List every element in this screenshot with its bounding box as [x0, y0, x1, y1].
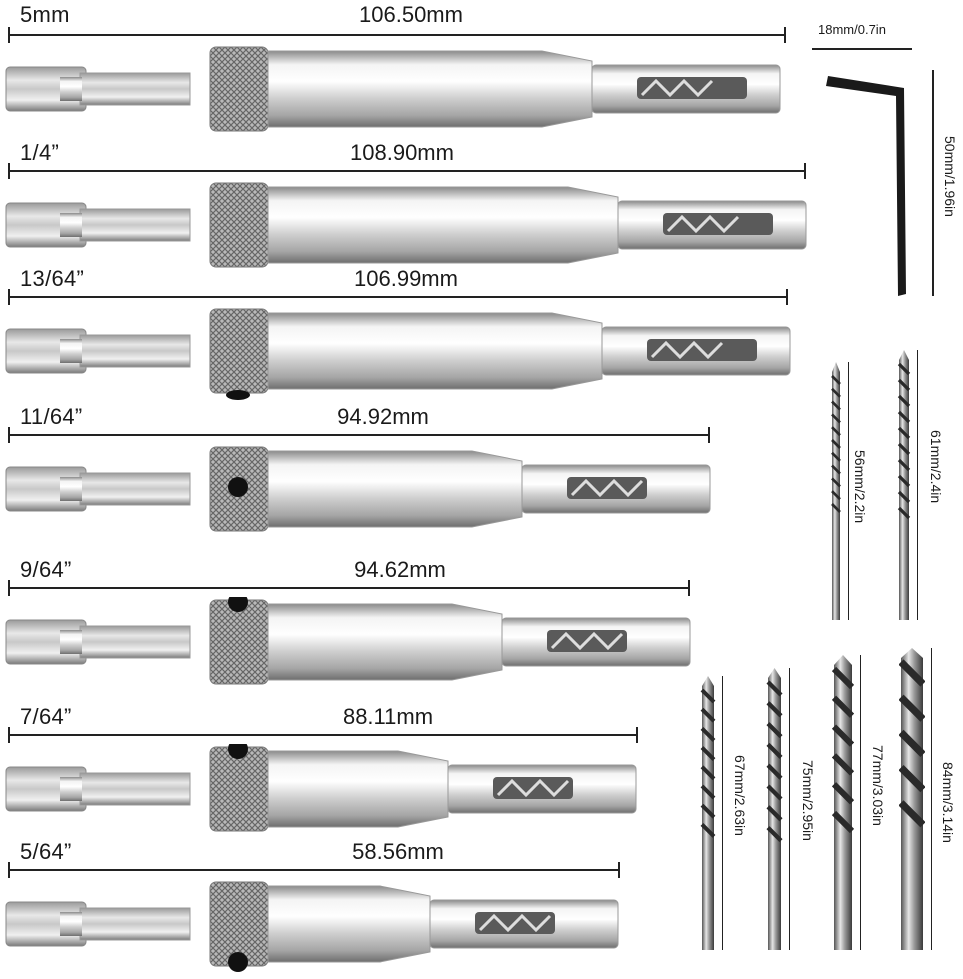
- bit-size-label: 5/64”: [20, 839, 72, 864]
- bit-length-dimension: [8, 580, 690, 596]
- bit-length-dimension: [8, 727, 638, 743]
- bit-length-label: 108.90mm: [350, 140, 454, 165]
- drill-length-dimension: [722, 676, 723, 950]
- bit-row: 11/64” 94.92mm: [0, 400, 820, 532]
- bit-size-label: 5mm: [20, 2, 70, 27]
- bit-length-label: 88.11mm: [342, 704, 434, 729]
- drill-bit-image: [832, 655, 854, 950]
- bit-row: 13/64” 106.99mm: [0, 262, 820, 400]
- countersink-bit-image: [5, 182, 807, 268]
- drill-length-label: 67mm/2.63in: [732, 755, 748, 836]
- bit-length-dimension: [8, 862, 620, 878]
- countersink-bit-image: [5, 46, 781, 132]
- bit-size-label: 1/4”: [20, 140, 60, 165]
- drill-bit-image: [899, 648, 925, 950]
- drill-length-dimension: [931, 648, 932, 950]
- drill-bit-image: [831, 362, 841, 620]
- bit-length-label: 106.50mm: [359, 2, 463, 27]
- bit-length-label: 94.92mm: [337, 404, 429, 429]
- bit-length-dimension: [8, 427, 710, 443]
- drill-bit-image: [897, 350, 911, 620]
- bit-size-label: 11/64”: [20, 404, 83, 429]
- drill-bit-image: [765, 668, 783, 950]
- bit-row: 5/64” 58.56mm: [0, 835, 820, 972]
- countersink-bit-image: [5, 597, 691, 685]
- drill-length-dimension: [860, 655, 861, 950]
- bit-length-label: 106.99mm: [354, 266, 458, 291]
- bit-length-dimension: [8, 163, 806, 179]
- bit-length-label: 94.62mm: [354, 557, 446, 582]
- bit-length-label: 58.56mm: [352, 839, 444, 864]
- drill-bit-image: [700, 676, 716, 950]
- bit-row: 9/64” 94.62mm: [0, 553, 820, 685]
- hex-key-width-dimension: [812, 48, 912, 50]
- bit-length-dimension: [8, 289, 788, 305]
- countersink-bit-image: [5, 446, 711, 532]
- drill-length-label: 84mm/3.14in: [940, 762, 956, 843]
- drill-length-dimension: [917, 350, 918, 620]
- drill-length-dimension: [788, 668, 790, 950]
- drill-length-label: 75mm/2.95in: [800, 760, 816, 841]
- bit-size-label: 7/64”: [20, 704, 72, 729]
- bit-size-label: 13/64”: [20, 266, 85, 291]
- bit-row: 1/4” 108.90mm: [0, 136, 820, 268]
- bit-size-label: 9/64”: [20, 557, 72, 582]
- hex-key-width-label: 18mm/0.7in: [818, 22, 886, 37]
- countersink-bit-image: [5, 744, 637, 832]
- hex-key-height-dimension: [932, 70, 934, 296]
- drill-length-label: 77mm/3.03in: [870, 745, 886, 826]
- bit-row: 5mm 106.50mm: [0, 0, 820, 132]
- countersink-bit-image: [5, 308, 791, 400]
- drill-length-label: 56mm/2.2in: [852, 450, 868, 524]
- countersink-bit-image: [5, 881, 619, 972]
- bit-length-dimension: [8, 27, 786, 43]
- drill-length-dimension: [848, 362, 849, 620]
- hex-key-icon: [826, 76, 906, 296]
- bit-row: 7/64” 88.11mm: [0, 700, 820, 832]
- drill-length-label: 61mm/2.4in: [928, 430, 944, 504]
- hex-key-height-label: 50mm/1.96in: [942, 136, 958, 217]
